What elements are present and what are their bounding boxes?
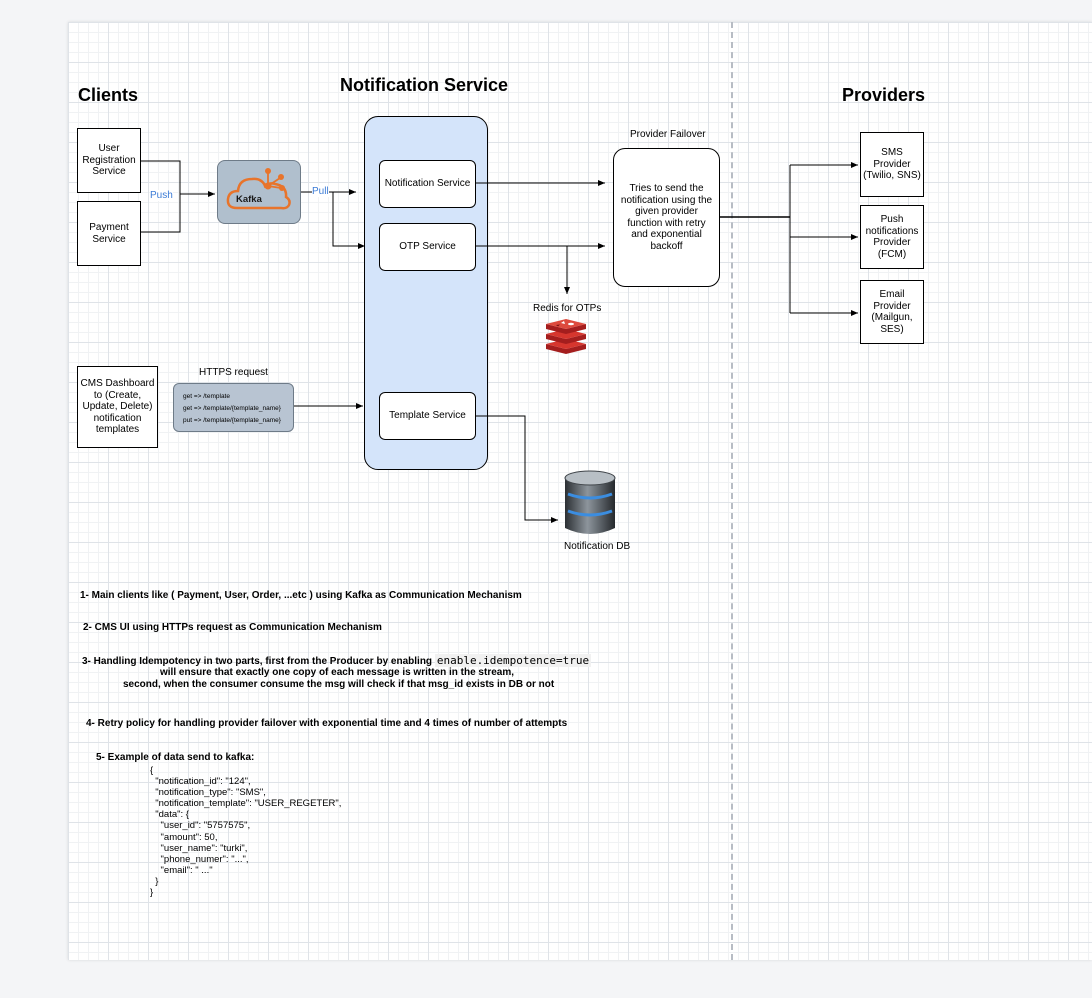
https-line-2: get => /template/{template_name} bbox=[183, 405, 281, 412]
kafka-json-example: { "notification_id": "124", "notificatio… bbox=[150, 765, 342, 899]
push-provider-box: Push notifications Provider (FCM) bbox=[860, 205, 924, 269]
note-3-code: enable.idempotence=true bbox=[434, 654, 592, 667]
notification-service-box: Notification Service bbox=[379, 160, 476, 208]
notification-service-heading: Notification Service bbox=[340, 75, 509, 95]
provider-failover-label: Provider Failover bbox=[630, 129, 706, 140]
kafka-cloud-icon bbox=[226, 168, 291, 210]
otp-service-label: OTP Service bbox=[399, 241, 456, 253]
note-3-line-3: second, when the consumer consume the ms… bbox=[123, 679, 555, 690]
providers-heading: Providers bbox=[842, 85, 926, 105]
payment-service-box: Payment Service bbox=[77, 201, 141, 266]
cms-dashboard-label: CMS Dashboard to (Create, Update, Delete… bbox=[80, 378, 155, 436]
template-service-label: Template Service bbox=[389, 410, 466, 422]
push-provider-label: Push notifications Provider (FCM) bbox=[865, 214, 919, 260]
note-3-line-1: 3- Handling Idempotency in two parts, fi… bbox=[82, 654, 592, 667]
note-4: 4- Retry policy for handling provider fa… bbox=[86, 718, 568, 729]
kafka-node: Kafka bbox=[217, 160, 301, 224]
note-1: 1- Main clients like ( Payment, User, Or… bbox=[80, 590, 522, 601]
https-line-3: put => /template/{template_name} bbox=[183, 417, 281, 424]
email-provider-label: Email Provider (Mailgun, SES) bbox=[871, 289, 913, 335]
providers-divider bbox=[731, 22, 733, 960]
notification-service-label: Notification Service bbox=[384, 178, 471, 190]
push-label: Push bbox=[150, 190, 173, 201]
user-registration-service-box: User Registration Service bbox=[77, 128, 141, 193]
template-to-db-arrow bbox=[476, 415, 558, 523]
https-request-box: get => /template get => /template/{templ… bbox=[173, 383, 294, 432]
cms-dashboard-box: CMS Dashboard to (Create, Update, Delete… bbox=[77, 366, 158, 448]
note-3-line-2: will ensure that exactly one copy of eac… bbox=[160, 667, 515, 678]
kafka-to-otp-connector bbox=[332, 192, 365, 249]
template-service-box: Template Service bbox=[379, 392, 476, 440]
user-registration-service-label: User Registration Service bbox=[82, 143, 136, 178]
kafka-label: Kafka bbox=[236, 194, 262, 205]
payment-service-label: Payment Service bbox=[89, 222, 129, 245]
email-provider-box: Email Provider (Mailgun, SES) bbox=[860, 280, 924, 344]
clients-heading: Clients bbox=[78, 85, 139, 105]
pull-label: Pull bbox=[312, 186, 329, 197]
notification-db-label: Notification DB bbox=[564, 541, 631, 552]
redis-label: Redis for OTPs bbox=[533, 303, 602, 314]
sms-provider-box: SMS Provider (Twilio, SNS) bbox=[860, 132, 924, 197]
note-3-prefix: 3- Handling Idempotency in two parts, fi… bbox=[82, 656, 435, 667]
https-request-label: HTTPS request bbox=[199, 367, 268, 378]
payment-to-kafka-connector bbox=[141, 194, 181, 233]
provider-failover-text: Tries to send the notification using the… bbox=[620, 183, 713, 252]
note-5: 5- Example of data send to kafka: bbox=[96, 752, 255, 763]
note-2: 2- CMS UI using HTTPs request as Communi… bbox=[83, 622, 382, 633]
sms-provider-label: SMS Provider (Twilio, SNS) bbox=[863, 147, 921, 182]
database-icon bbox=[564, 470, 616, 534]
provider-failover-box: Tries to send the notification using the… bbox=[613, 148, 720, 287]
redis-icon bbox=[546, 319, 586, 354]
user-registration-to-kafka-connector bbox=[141, 160, 215, 197]
https-line-1: get => /template bbox=[183, 393, 230, 400]
otp-service-box: OTP Service bbox=[379, 223, 476, 271]
